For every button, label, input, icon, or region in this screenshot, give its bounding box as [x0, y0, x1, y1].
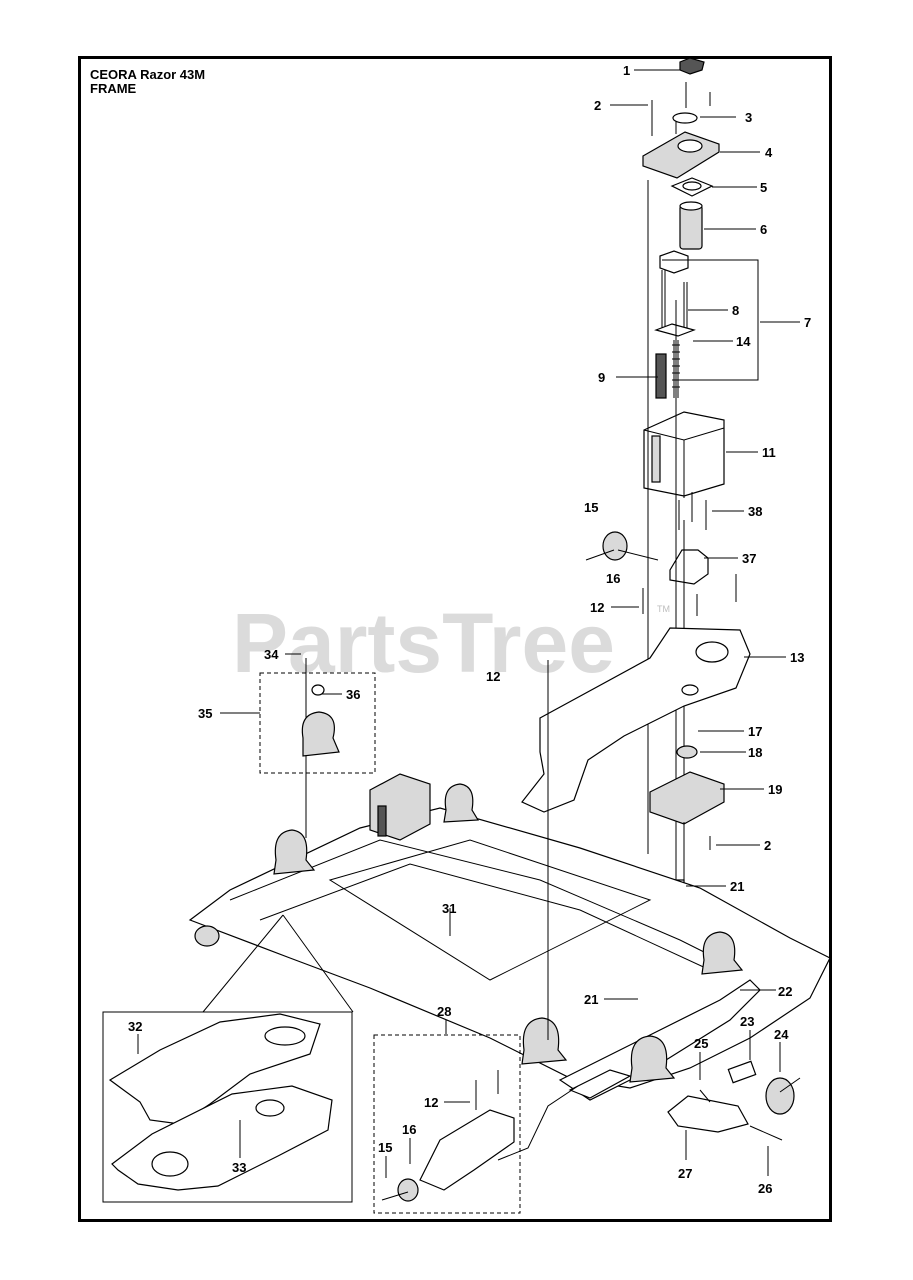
part-9-rack	[655, 353, 667, 399]
callout-2: 2	[594, 98, 601, 113]
suspension-front-left	[273, 829, 316, 875]
callout-12: 12	[590, 600, 604, 615]
part-3-oring	[672, 112, 698, 124]
callout-38: 38	[748, 504, 762, 519]
part-8-rods	[661, 270, 688, 332]
callout-27: 27	[678, 1166, 692, 1181]
part-37-bracket	[669, 549, 709, 585]
part-16-bumper	[602, 531, 628, 561]
callout-13: 13	[790, 650, 804, 665]
callout-4: 4	[765, 145, 773, 160]
leader-lines	[137, 69, 801, 1178]
diagram-frame	[78, 56, 832, 1222]
part-16-bumper-lower	[397, 1178, 419, 1202]
callout-8: 8	[732, 303, 739, 318]
callout-3: 3	[745, 110, 752, 125]
callout-19: 19	[768, 782, 782, 797]
callout-22: 22	[778, 984, 792, 999]
part-35-suspension	[301, 711, 340, 757]
callout-9: 9	[598, 370, 605, 385]
callout-33: 33	[232, 1160, 246, 1175]
inset-plates-box	[102, 1011, 353, 1203]
callout-21: 21	[730, 879, 744, 894]
callout-16b: 16	[402, 1122, 416, 1137]
callout-18: 18	[748, 745, 762, 760]
callout-31: 31	[442, 901, 456, 916]
callout-36: 36	[346, 687, 360, 702]
callout-37: 37	[742, 551, 756, 566]
part-23-spacer	[727, 1060, 757, 1084]
part-14-plate	[654, 323, 696, 337]
suspension-rear-mid	[629, 1035, 676, 1083]
suspension-front-right	[443, 783, 480, 823]
part-15-bolt	[585, 549, 615, 561]
callout-14: 14	[736, 334, 751, 349]
front-wheel-hub	[194, 925, 220, 947]
diagram-title: CEORA Razor 43M FRAME	[90, 68, 205, 96]
part-36-clip	[311, 684, 325, 696]
callout-25: 25	[694, 1036, 708, 1051]
part-35-group-box	[259, 672, 376, 774]
callout-32: 32	[128, 1019, 142, 1034]
watermark-trademark: TM	[657, 604, 670, 614]
model-name: CEORA Razor 43M	[90, 67, 206, 82]
part-13-top-plate	[521, 627, 751, 813]
suspension-rear-right	[701, 931, 744, 975]
callout-1: 1	[623, 63, 630, 78]
callout-11: 11	[762, 445, 776, 460]
callout-16: 16	[606, 571, 620, 586]
callout-2b: 2	[764, 838, 771, 853]
part-1-cap	[679, 57, 705, 75]
part-26-bolt	[749, 1125, 783, 1141]
callout-15b: 15	[378, 1140, 392, 1155]
part-32-plate	[108, 1013, 321, 1125]
part-28-bracket	[419, 1109, 515, 1191]
section-name: FRAME	[90, 81, 137, 96]
callout-34: 34	[264, 647, 279, 662]
part-28-group-box	[373, 1034, 521, 1214]
part-25-pin	[699, 1089, 711, 1103]
callout-7: 7	[804, 315, 811, 330]
callout-26: 26	[758, 1181, 772, 1196]
part-19-gearbox	[649, 771, 725, 825]
part-6-motor	[679, 204, 703, 250]
callout-24: 24	[774, 1027, 789, 1042]
column-assembly	[585, 57, 737, 900]
callout-17: 17	[748, 724, 762, 739]
callout-35: 35	[198, 706, 212, 721]
callout-15: 15	[584, 500, 598, 515]
column-top-block	[659, 250, 689, 274]
part-4-cover	[642, 131, 720, 179]
callout-23: 23	[740, 1014, 754, 1029]
suspension-rear-left	[521, 1017, 568, 1065]
callout-labels: 1 2 3 4 5 6 7 8 14 9 11 15 38 37 16 12 1…	[128, 63, 811, 1196]
callout-28: 28	[437, 1004, 451, 1019]
part-15-bolt-lower	[381, 1191, 409, 1201]
callout-5: 5	[760, 180, 767, 195]
callout-6: 6	[760, 222, 767, 237]
watermark-text: PartsTree	[232, 596, 615, 690]
part-24-wheel	[765, 1077, 795, 1115]
main-chassis	[188, 660, 831, 1101]
callout-12b: 12	[486, 669, 500, 684]
part-18-gear	[676, 745, 698, 759]
callout-12c: 12	[424, 1095, 438, 1110]
part-27-wheel-arm	[667, 1095, 749, 1133]
callout-21b: 21	[584, 992, 598, 1007]
